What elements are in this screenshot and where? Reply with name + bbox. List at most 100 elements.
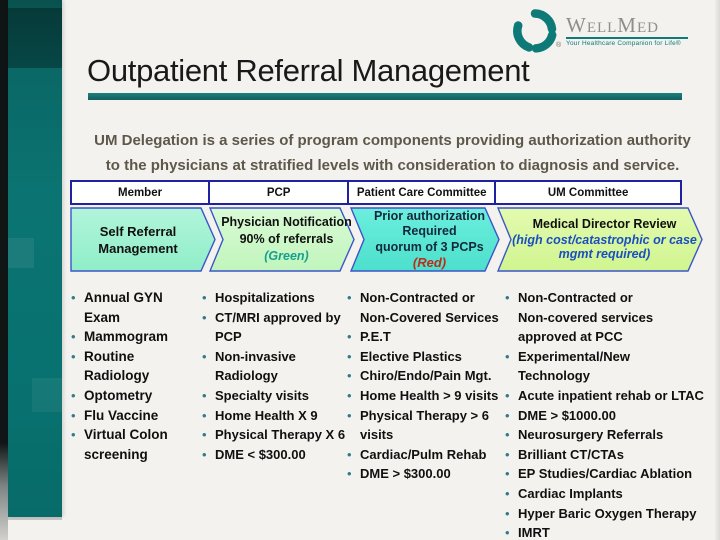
list-item: •P.E.T (347, 327, 503, 347)
bullet-icon: • (202, 407, 207, 423)
bullet-icon: • (505, 525, 510, 540)
logo-rule (566, 37, 688, 39)
bullet-icon: • (347, 329, 352, 345)
header-pcp: PCP (208, 182, 347, 203)
list-item: •Chiro/Endo/Pain Mgt. (347, 366, 503, 386)
list-item: •Home Health > 9 visits (347, 386, 503, 406)
left-edge-strip (0, 0, 8, 540)
flow-step-prior-authorization: Prior authorization Required quorum of 3… (350, 207, 500, 272)
sidebar-accent-bar (8, 0, 62, 517)
list-item: •Non-invasive Radiology (202, 348, 296, 384)
list-item: •Optometry (71, 386, 203, 406)
bullet-icon: • (71, 329, 76, 345)
step-note-blue: (high cost/catastrophic or case mgmt req… (512, 232, 697, 262)
bullet-icon: • (202, 290, 207, 305)
bullet-icon: • (505, 407, 510, 423)
list-item: •Neurosurgery Referrals (505, 425, 717, 445)
bullet-icon: • (505, 505, 510, 521)
bullet-icon: • (71, 290, 76, 305)
member-services-list: •Annual GYN Exam •Mammogram •Routine Rad… (71, 288, 203, 464)
bullet-icon: • (347, 446, 352, 462)
bullet-icon: • (202, 387, 207, 403)
list-item: •Flu Vaccine (71, 406, 203, 426)
chevron-shape (70, 207, 216, 272)
sidebar-square (32, 378, 62, 412)
list-item: •Home Health X 9 (202, 406, 350, 426)
wellmed-swirl-icon (513, 9, 557, 53)
pcp-services-list: •Hospitalizations •CT/MRI approved by PC… (202, 288, 350, 464)
list-item: •Hospitalizations (202, 288, 350, 308)
bullet-icon: • (347, 407, 352, 423)
list-item: •Experimental/New Technology (505, 348, 630, 384)
step-label: Self Referral Management (98, 223, 178, 256)
header-um-committee: UM Committee (494, 182, 680, 203)
bullet-icon: • (505, 290, 510, 305)
list-item: •Physical Therapy X 6 (202, 425, 350, 445)
list-item: •Mammogram (71, 327, 203, 347)
bullet-icon: • (347, 348, 352, 364)
chevron-shape (350, 207, 500, 272)
list-item: •CT/MRI approved by PCP (202, 309, 341, 345)
page-title: Outpatient Referral Management (87, 53, 530, 88)
flow-step-physician-notification: Physician Notification 90% of referrals … (209, 207, 355, 272)
flow-step-medical-director-review: Medical Director Review (high cost/catas… (497, 207, 703, 272)
bullet-icon: • (202, 446, 207, 462)
bullet-icon: • (71, 407, 76, 423)
bullet-icon: • (71, 387, 76, 403)
bullet-icon: • (347, 368, 352, 384)
sidebar-square (8, 8, 62, 68)
step-label: Prior authorization Required quorum of 3… (373, 208, 486, 254)
step-note-red: (Red) (412, 255, 447, 270)
list-item: •DME > $1000.00 (505, 406, 717, 426)
bullet-icon: • (505, 466, 510, 482)
bullet-icon: • (202, 309, 207, 325)
chevron-shape (209, 207, 355, 272)
list-item: •Acute inpatient rehab or LTAC (505, 386, 717, 406)
bullet-icon: • (505, 427, 510, 443)
list-item: •Non-Contracted or Non-Covered Services (347, 290, 499, 325)
header-member: Member (117, 186, 163, 199)
list-item: •Non-Contracted or Non-covered services … (505, 290, 654, 345)
list-item: •EP Studies/Cardiac Ablation (505, 464, 717, 484)
bullet-icon: • (202, 348, 207, 364)
flow-header-row: Member PCP Patient Care Committee UM Com… (70, 180, 682, 205)
patient-care-committee-list: •Non-Contracted or Non-Covered Services … (347, 288, 503, 484)
wellmed-wordmark: WellMed Your Healthcare Companion for Li… (566, 14, 692, 47)
title-underline (88, 93, 682, 100)
list-item: •Annual GYN Exam (71, 290, 163, 325)
flow-step-self-referral: Self Referral Management (70, 207, 216, 272)
list-item: •Brilliant CT/CTAs (505, 445, 717, 465)
list-item: •Elective Plastics (347, 347, 503, 367)
registered-mark: ® (556, 42, 562, 49)
list-item: •Physical Therapy > 6 visits (347, 407, 489, 443)
chevron-shape (497, 207, 703, 272)
wellmed-name: WellMed (566, 13, 659, 37)
list-item: •Hyper Baric Oxygen Therapy (505, 504, 717, 524)
bullet-icon: • (347, 387, 352, 403)
um-committee-list: •Non-Contracted or Non-covered services … (505, 288, 717, 540)
step-note-green: (Green) (264, 249, 309, 263)
bullet-icon: • (505, 348, 510, 364)
header-patient-care-committee: Patient Care Committee (347, 182, 494, 203)
bullet-icon: • (71, 348, 76, 364)
list-item: •IMRT (505, 523, 717, 540)
intro-paragraph: UM Delegation is a series of program com… (94, 132, 691, 174)
wellmed-logo: ® WellMed Your Healthcare Companion for … (508, 6, 698, 56)
sidebar-square (8, 238, 34, 268)
step-label: Medical Director Review (532, 217, 677, 232)
list-item: •DME > $300.00 (347, 464, 503, 484)
list-item: •Cardiac Implants (505, 484, 717, 504)
bullet-icon: • (202, 427, 207, 443)
logo-tagline: Your Healthcare Companion for Life® (566, 40, 681, 47)
bullet-icon: • (347, 290, 352, 305)
list-item: •Routine Radiology (71, 348, 150, 384)
bullet-icon: • (505, 485, 510, 501)
bullet-icon: • (505, 446, 510, 462)
list-item: •DME < $300.00 (202, 445, 350, 465)
list-item: •Virtual Colon screening (71, 427, 168, 462)
bullet-icon: • (71, 427, 76, 443)
list-item: •Specialty visits (202, 386, 350, 406)
bullet-icon: • (505, 387, 510, 403)
bullet-icon: • (347, 466, 352, 482)
